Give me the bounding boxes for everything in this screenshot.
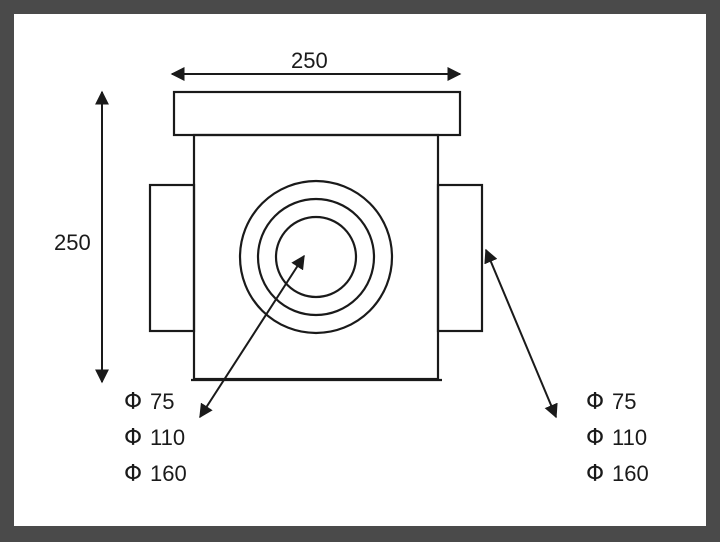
right-size-item: Φ 75 bbox=[586, 384, 649, 420]
width-label: 250 bbox=[291, 48, 328, 73]
drawing-canvas: 250 250 Φ 75 Φ 110 Φ 160 Φ 75 Φ 110 Φ 160 bbox=[14, 14, 706, 526]
right-size-item: Φ 160 bbox=[586, 456, 649, 492]
left-inlet-size-list: Φ 75 Φ 110 Φ 160 bbox=[124, 384, 187, 492]
diameter-symbol: Φ bbox=[124, 461, 143, 487]
diameter-symbol: Φ bbox=[586, 425, 605, 451]
size-value: 75 bbox=[150, 389, 175, 414]
center-leader-arrow bbox=[199, 254, 305, 419]
height-label: 250 bbox=[54, 230, 91, 255]
left-size-item: Φ 160 bbox=[124, 456, 187, 492]
left-size-item: Φ 110 bbox=[124, 420, 187, 456]
technical-drawing bbox=[95, 67, 558, 419]
diameter-symbol: Φ bbox=[124, 425, 143, 451]
size-value: 160 bbox=[150, 461, 187, 486]
right-size-item: Φ 110 bbox=[586, 420, 649, 456]
right-leader-arrow bbox=[484, 248, 558, 419]
right-spigot bbox=[436, 183, 484, 333]
size-value: 110 bbox=[612, 425, 648, 450]
box-body bbox=[192, 133, 440, 381]
left-size-item: Φ 75 bbox=[124, 384, 187, 420]
ring-inner bbox=[274, 215, 358, 299]
diameter-symbol: Φ bbox=[586, 389, 605, 415]
size-value: 75 bbox=[612, 389, 637, 414]
diameter-symbol: Φ bbox=[586, 461, 605, 487]
right-inlet-size-list: Φ 75 Φ 110 Φ 160 bbox=[586, 384, 649, 492]
ring-outer bbox=[238, 179, 394, 335]
diameter-symbol: Φ bbox=[124, 389, 143, 415]
size-value: 110 bbox=[150, 425, 186, 450]
left-spigot bbox=[148, 183, 196, 333]
size-value: 160 bbox=[612, 461, 649, 486]
box-lid bbox=[172, 90, 462, 137]
